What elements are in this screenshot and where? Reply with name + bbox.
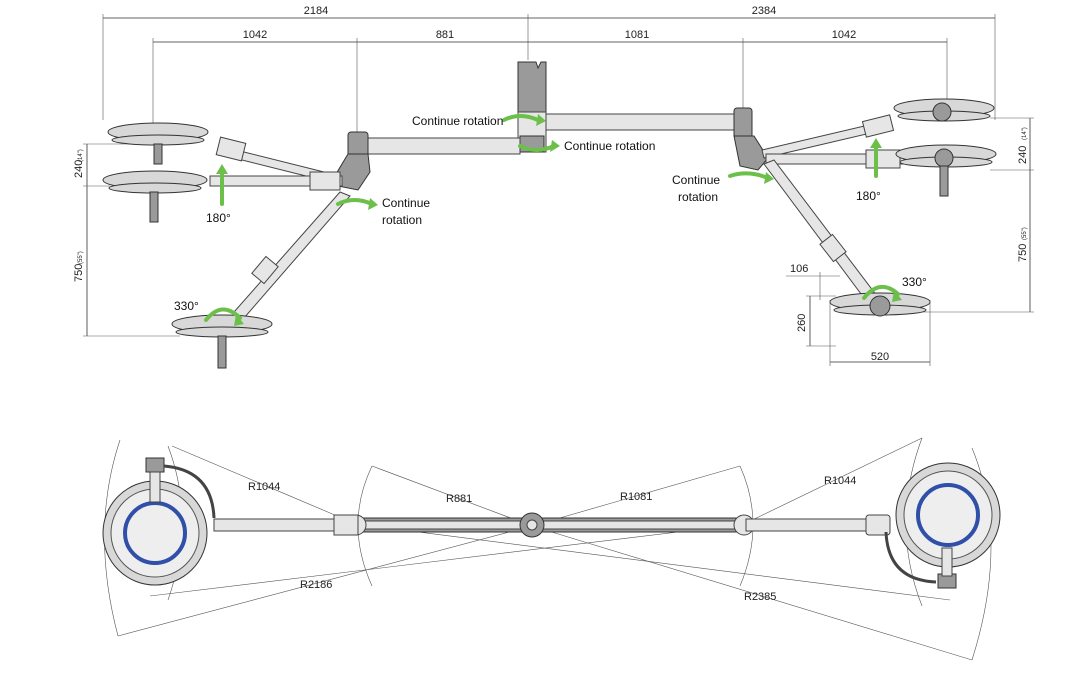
- dim-lamp-width: 520: [871, 351, 889, 363]
- dim-right-outer: 1042: [832, 29, 856, 41]
- rotation-arrows: [204, 114, 902, 326]
- label-angle-left-180: 180°: [206, 211, 231, 225]
- dim-left-outer: 1042: [243, 29, 267, 41]
- dim-right-vbottom-sub: (55"): [1022, 227, 1028, 240]
- dim-right-vtop: 240: [1017, 146, 1029, 164]
- dim-right-inner: 1081: [625, 29, 649, 41]
- dim-left-vtop-sub: (14"): [78, 149, 84, 162]
- dim-lamp-height: 260: [796, 314, 808, 332]
- label-continue-left-1: Continue: [382, 196, 430, 210]
- top-left-lamp: [102, 457, 216, 586]
- right-lamp-mid: [895, 144, 997, 197]
- label-continue-right-2: rotation: [678, 190, 718, 204]
- top-view: R1044 R881 R1081 R1044 R2186 R2385: [102, 437, 1001, 661]
- label-continue-rotation-mid: Continue rotation: [564, 139, 655, 153]
- dim-left-vbottom: 750: [73, 264, 85, 282]
- right-lamp-top: [893, 98, 995, 122]
- dim-left-vbottom-sub: (55"): [78, 251, 84, 264]
- left-lower-arm: [233, 191, 351, 319]
- dim-left-inner: 881: [436, 29, 454, 41]
- right-lower-arm: [763, 159, 881, 307]
- dim-left-vtop: 240: [73, 160, 85, 178]
- dim-left-total: 2184: [304, 5, 328, 17]
- right-lamp-bottom: [829, 292, 931, 317]
- right-inner-arm: [545, 113, 741, 131]
- left-lamp-top: [107, 122, 209, 165]
- left-mid-arm: [209, 175, 343, 187]
- dim-right-total: 2384: [752, 5, 776, 17]
- label-angle-left-330: 330°: [174, 299, 199, 313]
- left-inner-arm: [357, 137, 521, 155]
- right-arm-joint: [733, 107, 753, 139]
- top-right-lamp: [884, 462, 1001, 589]
- right-vertical-dimensions: 240 (14") 750 (55"): [880, 117, 1034, 313]
- side-view-labels: Continue rotation Continue rotation Cont…: [174, 114, 927, 313]
- radius-right-outer: R1044: [824, 475, 856, 487]
- top-left-lamp-ring: [123, 501, 187, 565]
- top-left-outer-arm: [213, 518, 355, 532]
- top-dimensions: 2184 2384 1042 881 1081 1042: [102, 5, 996, 140]
- label-angle-right-180: 180°: [856, 189, 881, 203]
- label-continue-right-1: Continue: [672, 173, 720, 187]
- dim-small-offset: 106: [790, 263, 808, 275]
- dim-right-vbottom: 750: [1017, 244, 1029, 262]
- left-lamp-mid: [102, 170, 208, 223]
- radius-right-total: R2385: [744, 591, 776, 603]
- label-angle-right-330: 330°: [902, 275, 927, 289]
- radius-left-total: R2186: [300, 579, 332, 591]
- right-lamp-dimensions: 106 260 520: [786, 263, 931, 366]
- radius-right-inner: R1081: [620, 491, 652, 503]
- left-lamp-bottom: [171, 314, 273, 369]
- top-right-outer-arm: [745, 518, 887, 532]
- radius-left-outer: R1044: [248, 481, 280, 493]
- radius-left-inner: R881: [446, 493, 472, 505]
- label-continue-rotation-top: Continue rotation: [412, 114, 503, 128]
- right-elbow: [733, 135, 769, 171]
- dim-right-vtop-sub: (14"): [1022, 127, 1028, 140]
- label-continue-left-2: rotation: [382, 213, 422, 227]
- ceiling-column: [517, 61, 547, 153]
- top-right-lamp-ring: [916, 483, 980, 547]
